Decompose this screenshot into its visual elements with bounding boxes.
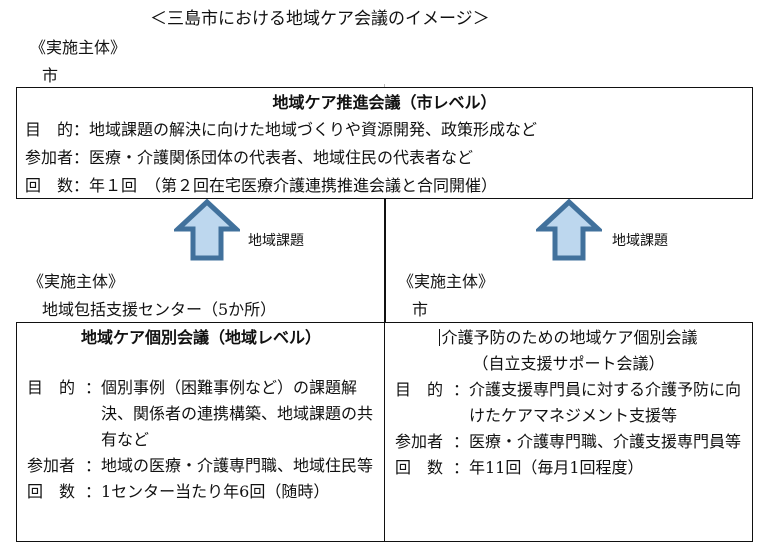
promotion-meeting-box: 地域ケア推進会議（市レベル） 目 的 ： 地域課題の解決に向けた地域づくりや資源… [16, 87, 753, 199]
row-key: 参加者 [25, 148, 74, 167]
row-value: 1センター当たり年6回（随時） [101, 482, 330, 501]
row-value: 医療・介護専門職、介護支援専門員等 [469, 432, 742, 451]
row-colon: ： [73, 148, 90, 167]
row-colon: ： [452, 380, 469, 399]
row-key: 目 的 [27, 378, 76, 397]
left-implementer-label: 《実施主体》 [28, 272, 125, 291]
right-implementer: 市 [412, 300, 429, 319]
left-implementer: 地域包括支援センター（5か所） [42, 300, 277, 319]
row-value: 地域課題の解決に向けた地域づくりや資源開発、政策形成など [89, 120, 538, 139]
promotion-participants-row: 参加者 ： 医療・介護関係団体の代表者、地域住民の代表者など [25, 144, 752, 172]
row-value: 介護支援専門員に対する介護予防に向けたケアマネジメント支援等 [469, 380, 742, 425]
top-implementer: 市 [42, 66, 59, 85]
row-colon: ： [73, 120, 90, 139]
individual-participants-row: 参加者 ： 地域の医療・介護専門職、地域住民等 [27, 453, 375, 479]
row-colon: ： [452, 432, 469, 451]
prevention-title-line1: 介護予防のための地域ケア個別会議 [441, 328, 698, 347]
individual-purpose-row: 目 的 ： 個別事例（困難事例など）の課題解決、関係者の連携構築、地域課題の共有な… [27, 375, 375, 453]
prevention-purpose-row: 目 的 ： 介護支援専門員に対する介護予防に向けたケアマネジメント支援等 [395, 377, 742, 429]
right-implementer-label: 《実施主体》 [398, 272, 495, 291]
up-arrow-icon [174, 199, 240, 261]
arrow-label-right: 地域課題 [612, 233, 668, 249]
individual-frequency-row: 回 数 ： 1センター当たり年6回（随時） [27, 479, 375, 505]
row-key: 目 的 [395, 380, 444, 399]
prevention-frequency-row: 回 数 ： 年11回（毎月1回程度） [395, 455, 742, 481]
row-value: 年１回 （第２回在宅医療介護連携推進会議と合同開催） [89, 176, 498, 195]
row-colon: ： [84, 482, 101, 501]
row-key: 参加者 [27, 456, 76, 475]
prevention-meeting-title: 介護予防のための地域ケア個別会議 [395, 325, 742, 351]
top-implementer-label: 《実施主体》 [30, 38, 127, 57]
row-key: 回 数 [395, 458, 444, 477]
row-colon: ： [84, 378, 101, 397]
promotion-purpose-row: 目 的 ： 地域課題の解決に向けた地域づくりや資源開発、政策形成など [25, 116, 752, 144]
row-value: 個別事例（困難事例など）の課題解決、関係者の連携構築、地域課題の共有など [101, 378, 374, 449]
diagram-title: ＜三島市における地域ケア会議のイメージ＞ [150, 9, 490, 29]
row-key: 目 的 [25, 120, 74, 139]
row-value: 医療・介護関係団体の代表者、地域住民の代表者など [89, 148, 474, 167]
prevention-meeting-box: 介護予防のための地域ケア個別会議 （自立支援サポート会議） 目 的 ： 介護支援専… [384, 322, 753, 542]
individual-meeting-title: 地域ケア個別会議（地域レベル） [80, 328, 321, 347]
prevention-participants-row: 参加者 ： 医療・介護専門職、介護支援専門員等 [395, 429, 742, 455]
arrow-label-left: 地域課題 [248, 233, 304, 249]
row-colon: ： [452, 458, 469, 477]
text-cursor [439, 329, 441, 346]
row-key: 回 数 [25, 176, 74, 195]
individual-meeting-box: 地域ケア個別会議（地域レベル） 目 的 ： 個別事例（困難事例など）の課題解決、関… [16, 322, 386, 542]
promotion-meeting-title: 地域ケア推進会議（市レベル） [272, 93, 497, 112]
row-value: 地域の医療・介護専門職、地域住民等 [101, 456, 374, 475]
row-colon: ： [84, 456, 101, 475]
center-guide-line [384, 84, 385, 88]
row-colon: ： [73, 176, 90, 195]
row-key: 参加者 [395, 432, 444, 451]
row-key: 回 数 [27, 482, 76, 501]
up-arrow-icon [536, 199, 602, 261]
promotion-frequency-row: 回 数 ： 年１回 （第２回在宅医療介護連携推進会議と合同開催） [25, 172, 752, 200]
prevention-meeting-subtitle: （自立支援サポート会議） [472, 354, 665, 373]
row-value: 年11回（毎月1回程度） [469, 458, 644, 477]
